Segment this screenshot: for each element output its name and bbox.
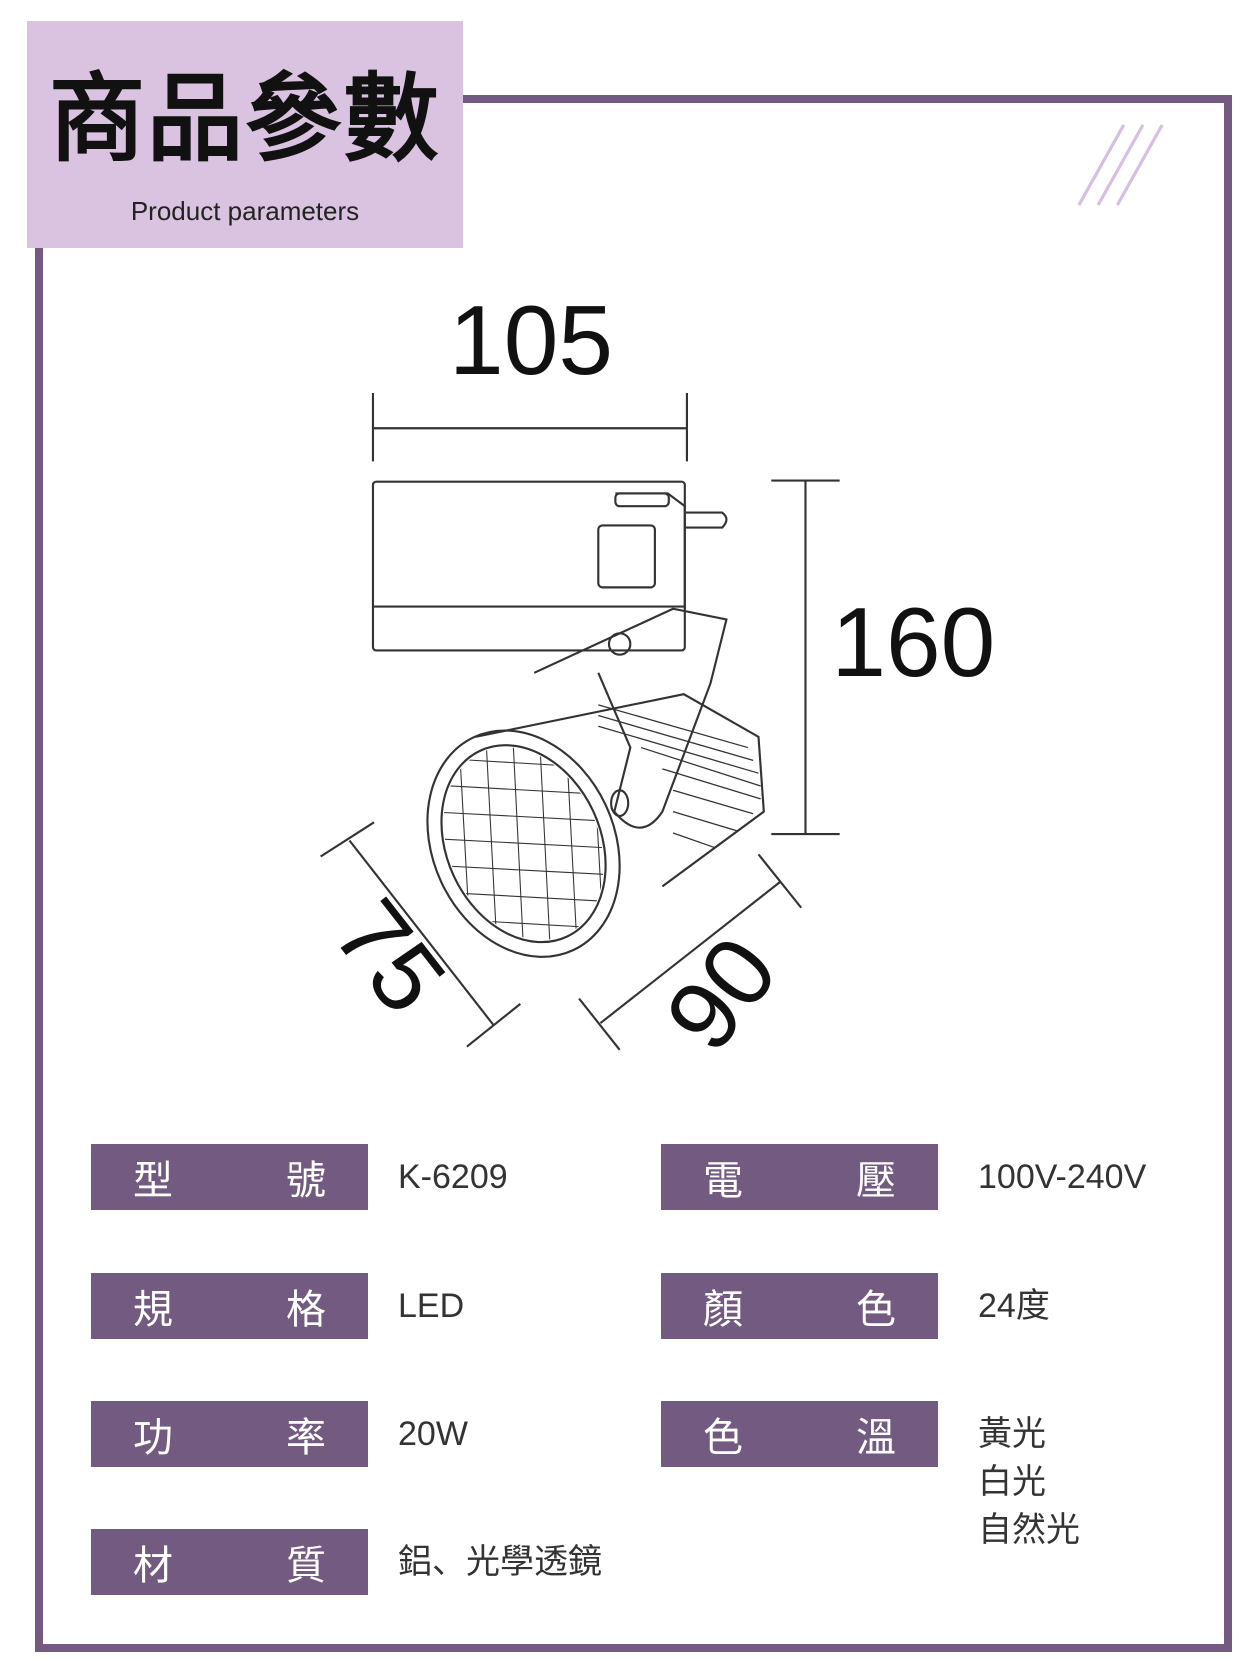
- spec-value-power: 20W: [398, 1415, 468, 1453]
- width-dimension-label: 105: [449, 285, 613, 395]
- spec-label-material: 材質: [91, 1529, 368, 1595]
- color-temp-option: 自然光: [978, 1511, 1080, 1549]
- label-char: 壓: [856, 1158, 896, 1204]
- spec-label-beam-angle: 顏色: [661, 1273, 938, 1339]
- spec-value-spec: LED: [398, 1287, 465, 1325]
- spec-value-color-temp: 黃光 白光 自然光: [978, 1410, 1080, 1554]
- label-char: 色: [856, 1287, 896, 1333]
- color-temp-option: 黃光: [978, 1415, 1046, 1453]
- label-char: 材: [133, 1543, 173, 1589]
- color-temp-option: 白光: [978, 1463, 1046, 1501]
- label-char: 型: [133, 1158, 173, 1204]
- spec-label-voltage: 電壓: [661, 1144, 938, 1210]
- label-char: 電: [703, 1158, 743, 1204]
- label-char: 號: [286, 1158, 326, 1204]
- spec-value-model: K-6209: [398, 1158, 508, 1196]
- title-box: 商品參數 Product parameters: [27, 21, 463, 248]
- label-char: 溫: [856, 1415, 896, 1461]
- label-char: 規: [133, 1287, 173, 1333]
- page-title: 商品參數: [49, 63, 441, 175]
- spec-label-power: 功率: [91, 1401, 368, 1467]
- spec-label-model: 型號: [91, 1144, 368, 1210]
- spec-value-voltage: 100V-240V: [978, 1158, 1147, 1196]
- label-char: 質: [286, 1543, 326, 1589]
- spec-label-spec: 規格: [91, 1273, 368, 1339]
- label-char: 顏: [703, 1287, 743, 1333]
- content-frame: [35, 95, 1232, 1652]
- label-char: 色: [703, 1415, 743, 1461]
- spec-value-material: 鋁、光學透鏡: [398, 1543, 602, 1581]
- diameter-dimension-label: 90: [644, 917, 798, 1071]
- label-char: 功: [133, 1415, 173, 1461]
- decorative-slashes: [1077, 124, 1164, 206]
- label-char: 率: [286, 1415, 326, 1461]
- label-char: 格: [286, 1287, 326, 1333]
- height-dimension-label: 160: [831, 587, 995, 697]
- spec-label-color-temp: 色溫: [661, 1401, 938, 1467]
- spec-value-beam-angle: 24度: [978, 1287, 1050, 1325]
- page-subtitle: Product parameters: [130, 196, 360, 226]
- depth-dimension-label: 75: [313, 879, 467, 1033]
